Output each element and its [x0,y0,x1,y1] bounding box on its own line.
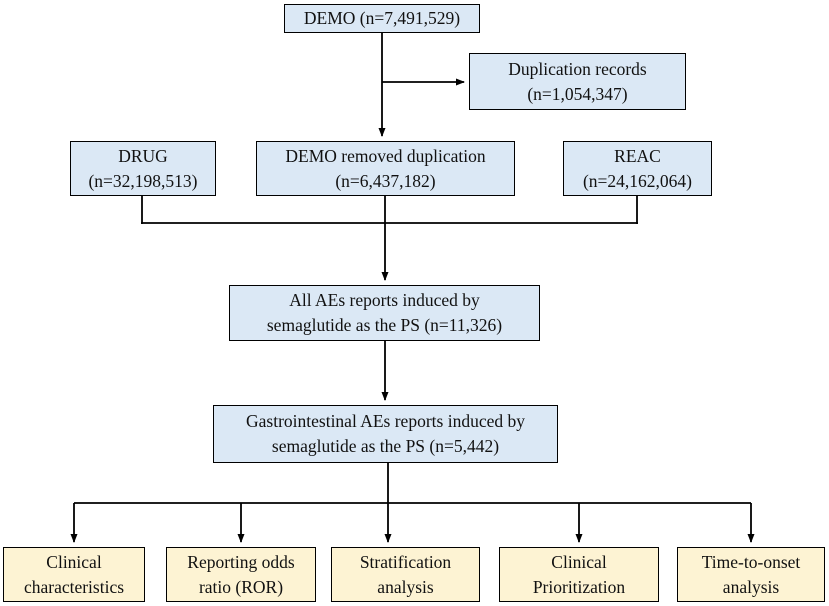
box-demo-removed-duplication: DEMO removed duplication (n=6,437,182) [256,141,515,196]
box-clinical-characteristics: Clinical characteristics [3,547,145,602]
box-drug: DRUG (n=32,198,513) [70,141,216,196]
box-clinical-prioritization: Clinical Prioritization [499,547,659,602]
box-all-aes: All AEs reports induced by semaglutide a… [229,285,540,341]
box-duplication-records: Duplication records (n=1,054,347) [469,53,686,110]
box-stratification-analysis: Stratification analysis [331,547,480,602]
box-demo: DEMO (n=7,491,529) [284,4,480,33]
box-time-to-onset-analysis: Time-to-onset analysis [677,547,825,602]
box-reporting-odds-ratio: Reporting odds ratio (ROR) [166,547,316,602]
box-reac: REAC (n=24,162,064) [563,141,712,196]
box-gastrointestinal-aes: Gastrointestinal AEs reports induced by … [213,405,558,463]
